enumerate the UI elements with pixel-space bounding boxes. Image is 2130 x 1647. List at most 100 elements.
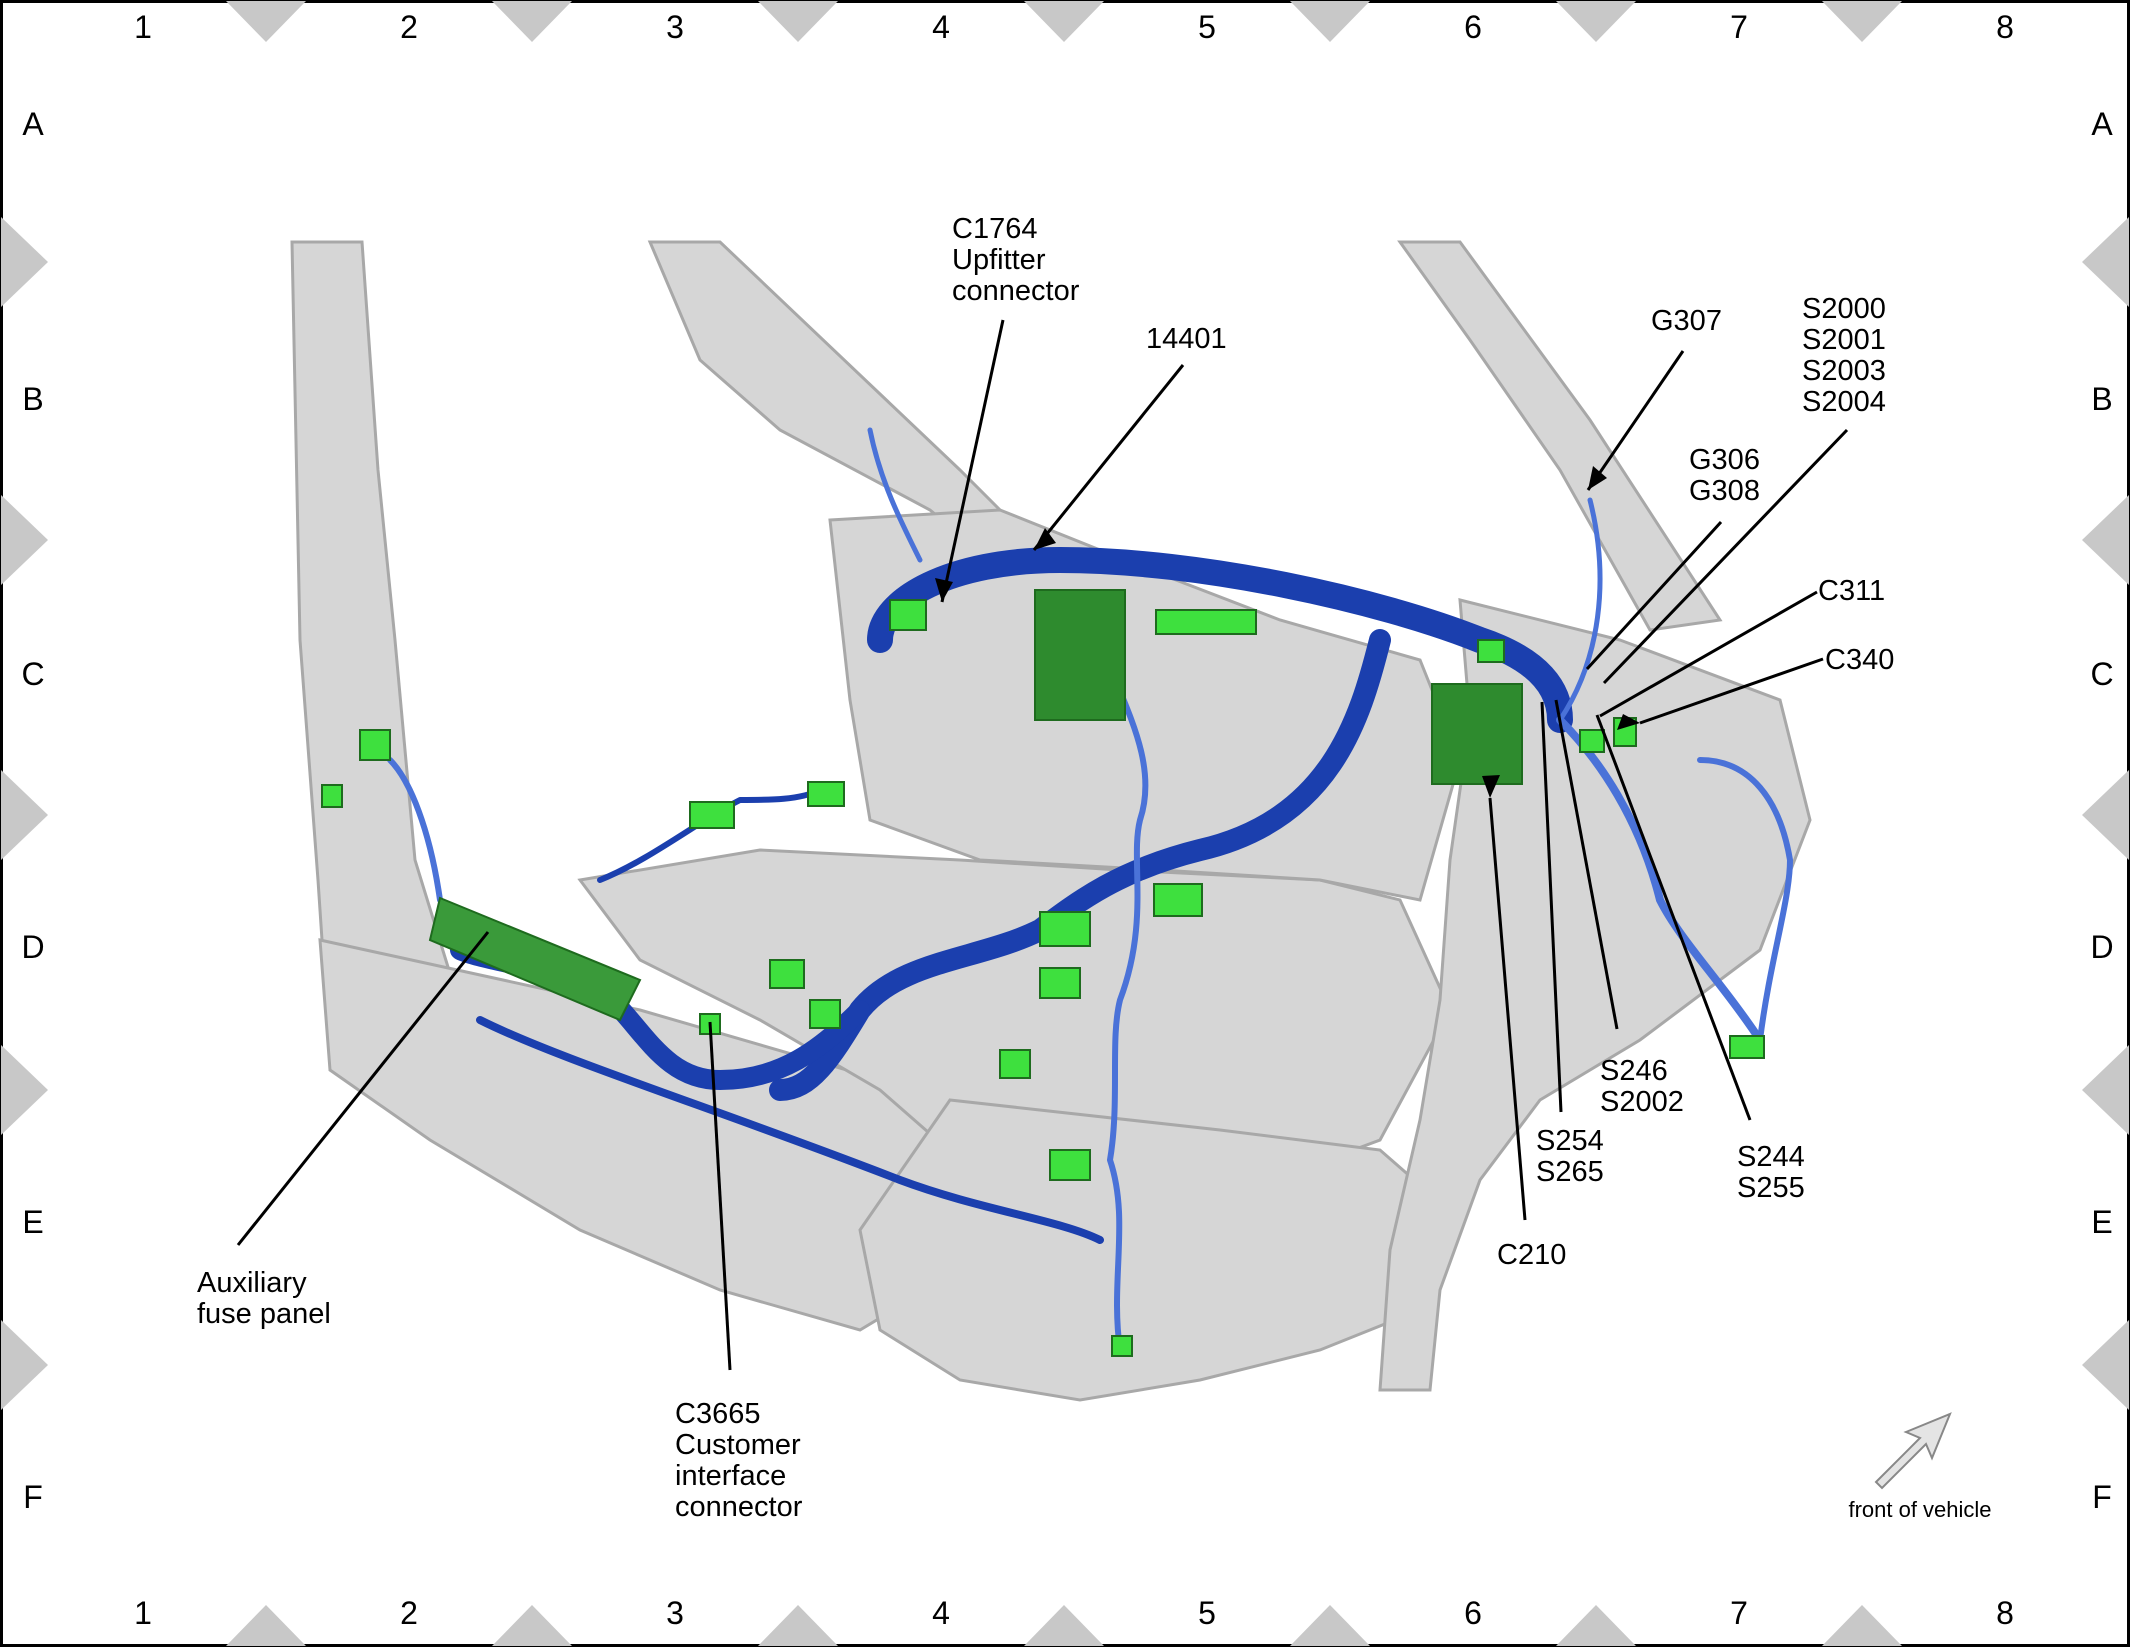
grid-marker bbox=[758, 1605, 838, 1646]
grid-label: D bbox=[21, 929, 44, 965]
grid-label: B bbox=[2091, 381, 2112, 417]
connector-block bbox=[999, 1049, 1031, 1079]
connector-block bbox=[809, 999, 841, 1029]
callout-c3665: interface bbox=[675, 1460, 786, 1492]
grid-marker bbox=[1556, 1, 1636, 42]
callout-s2000: S2001 bbox=[1802, 324, 1886, 356]
grid-label: C bbox=[2090, 656, 2113, 692]
grid-label: 6 bbox=[1464, 1595, 1482, 1631]
components bbox=[321, 589, 1765, 1357]
auxiliary-fuse-panel bbox=[428, 896, 642, 1022]
grid-label: 2 bbox=[400, 9, 418, 45]
callout-s246: S246 bbox=[1600, 1055, 1668, 1087]
grid-marker bbox=[226, 1605, 306, 1646]
callout-c1764: C1764 bbox=[952, 213, 1037, 245]
grid-label: 1 bbox=[134, 1595, 152, 1631]
grid-label: 6 bbox=[1464, 9, 1482, 45]
grid-marker bbox=[1, 1045, 48, 1135]
grid-label: 8 bbox=[1996, 1595, 2014, 1631]
callout-c311: C311 bbox=[1818, 575, 1885, 607]
grid-label: 5 bbox=[1198, 9, 1216, 45]
grid-marker bbox=[1, 1320, 48, 1410]
grid-label: C bbox=[21, 656, 44, 692]
connector-block bbox=[1477, 639, 1505, 663]
connector-block bbox=[807, 781, 845, 807]
callout-c340: C340 bbox=[1825, 644, 1894, 676]
connector-block bbox=[1049, 1149, 1091, 1181]
front-of-vehicle-indicator: front of vehicle bbox=[1848, 1412, 1992, 1522]
callout-s244: S255 bbox=[1737, 1172, 1805, 1204]
callout-s254: S254 bbox=[1536, 1125, 1604, 1157]
grid-marker bbox=[2082, 770, 2129, 860]
grid-label: 3 bbox=[666, 9, 684, 45]
grid-marker bbox=[758, 1, 838, 42]
grid-marker bbox=[1822, 1, 1902, 42]
module-block-center bbox=[1034, 589, 1126, 721]
grid-label: 4 bbox=[932, 9, 950, 45]
connector-block bbox=[359, 729, 391, 761]
connector-strip bbox=[1155, 609, 1257, 635]
grid-marker bbox=[1, 217, 48, 307]
grid-label: 3 bbox=[666, 1595, 684, 1631]
callout-c1764: Upfitter bbox=[952, 244, 1046, 276]
grid-label: A bbox=[22, 106, 44, 142]
grid-marker bbox=[1, 495, 48, 585]
grid-label: 5 bbox=[1198, 1595, 1216, 1631]
grid-label: 7 bbox=[1730, 1595, 1748, 1631]
callout-s2000: S2003 bbox=[1802, 355, 1886, 387]
callout-c210: C210 bbox=[1497, 1239, 1566, 1271]
grid-label: E bbox=[22, 1204, 43, 1240]
grid-label: D bbox=[2090, 929, 2113, 965]
grid-marker bbox=[2082, 1045, 2129, 1135]
callout-g306: G308 bbox=[1689, 475, 1760, 507]
grid-marker bbox=[2082, 1320, 2129, 1410]
connector-block bbox=[1153, 883, 1203, 917]
callout-c3665: Customer bbox=[675, 1429, 801, 1461]
grid-marker bbox=[492, 1605, 572, 1646]
grid-marker bbox=[1, 770, 48, 860]
grid-label: F bbox=[2092, 1479, 2112, 1515]
callout-aux-fuse: Auxiliary bbox=[197, 1267, 307, 1299]
callout-c3665: connector bbox=[675, 1491, 803, 1523]
grid-marker bbox=[1290, 1605, 1370, 1646]
callout-c1764: connector bbox=[952, 275, 1080, 307]
connector-c1764-block bbox=[889, 599, 927, 631]
connector-block bbox=[1111, 1335, 1133, 1357]
grid-label: 4 bbox=[932, 1595, 950, 1631]
grid-label: 8 bbox=[1996, 9, 2014, 45]
connector-block bbox=[1729, 1035, 1765, 1059]
callout-c3665: C3665 bbox=[675, 1398, 760, 1430]
callout-s2000: S2000 bbox=[1802, 293, 1886, 325]
callout-aux-fuse: fuse panel bbox=[197, 1298, 331, 1330]
callout-s2000: S2004 bbox=[1802, 386, 1886, 418]
grid-marker bbox=[1290, 1, 1370, 42]
leader-lines bbox=[236, 319, 1849, 1371]
grid-marker bbox=[1822, 1605, 1902, 1646]
callout-s254: S265 bbox=[1536, 1156, 1604, 1188]
callout-s244: S244 bbox=[1737, 1141, 1805, 1173]
grid-marker bbox=[492, 1, 572, 42]
connector-block bbox=[1039, 967, 1081, 999]
grid-marker bbox=[226, 1, 306, 42]
leader-arrowheads bbox=[935, 466, 1640, 798]
grid-marker bbox=[2082, 217, 2129, 307]
grid-label: 1 bbox=[134, 9, 152, 45]
callout-s246: S2002 bbox=[1600, 1086, 1684, 1118]
front-of-vehicle-label: front of vehicle bbox=[1848, 1497, 1991, 1522]
grid-marker bbox=[1024, 1, 1104, 42]
connector-c311-block bbox=[1579, 729, 1605, 753]
module-block-c210 bbox=[1431, 683, 1523, 785]
grid-marker bbox=[1556, 1605, 1636, 1646]
direction-arrow-icon bbox=[1874, 1412, 1952, 1490]
connector-block bbox=[1039, 911, 1091, 947]
grid-marker bbox=[1024, 1605, 1104, 1646]
connector-block bbox=[689, 801, 735, 829]
grid-label: A bbox=[2091, 106, 2113, 142]
